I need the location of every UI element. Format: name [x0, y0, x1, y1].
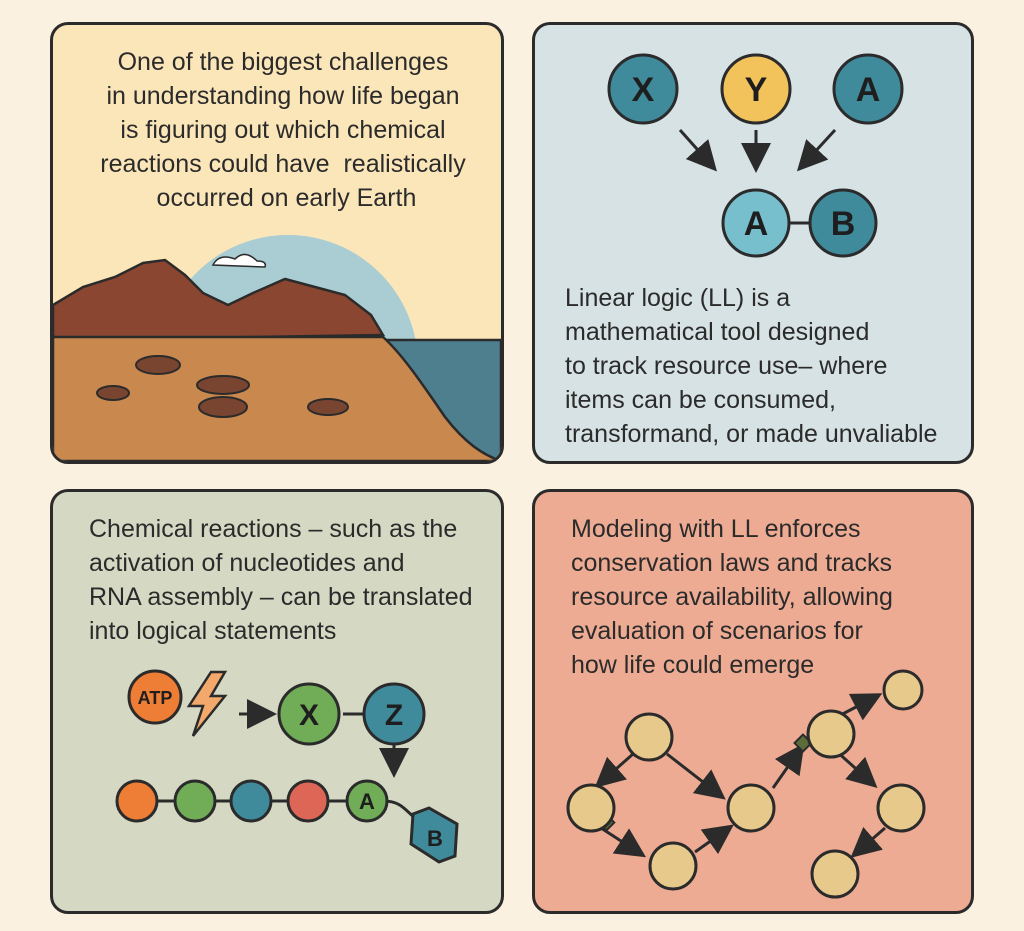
node-b-label: B [831, 205, 856, 243]
node-y-label: Y [745, 71, 768, 109]
node-x [607, 53, 679, 125]
node-y [720, 53, 792, 125]
node-a-top-label: A [856, 71, 881, 109]
panel-chemical-reactions: Chemical reactions – such as the activat… [50, 489, 504, 914]
node-a-top [832, 53, 904, 125]
edge-arrow [694, 824, 734, 855]
node-z-label: Z [385, 699, 403, 732]
mountain-range [53, 258, 386, 342]
chain-nucleotide-a [345, 779, 389, 823]
chain-nucleotide-orange [115, 779, 159, 823]
edge-arrow [594, 752, 634, 788]
rock [198, 396, 248, 418]
network-node [624, 712, 674, 762]
tag-b-shape [409, 806, 459, 864]
chemical-reactions-caption: Chemical reactions – such as the activat… [89, 515, 473, 645]
linear-logic-caption: Linear logic (LL) is a mathematical tool… [565, 284, 938, 448]
panel-linear-logic: X Y A A B Linear logic (LL) is a mathema… [532, 22, 974, 464]
scenario-network-diagram [566, 669, 926, 899]
network-node [566, 783, 616, 833]
panel-early-earth: One of the biggest challenges in underst… [50, 22, 504, 464]
early-earth-landscape-illustration [53, 235, 501, 461]
chain-nucleotide-red [286, 779, 330, 823]
network-node [810, 849, 860, 899]
node-b [808, 188, 878, 258]
linear-logic-reaction-graph: X Y A A B [607, 53, 904, 258]
lightning-bolt-icon [186, 670, 228, 737]
edge-arrow [600, 826, 647, 858]
modeling-caption: Modeling with LL enforces conservation l… [571, 515, 893, 679]
nucleotide-chain-diagram: ATP X Z A B [115, 669, 459, 864]
chain-nucleotide-teal [229, 779, 273, 823]
rock [307, 398, 349, 416]
network-node [726, 783, 776, 833]
edge-arrow [666, 752, 726, 800]
node-atp-label: ATP [138, 688, 173, 708]
panel-modeling: Modeling with LL enforces conservation l… [532, 489, 974, 914]
edge-arrow [850, 826, 886, 858]
node-x [277, 682, 341, 746]
arrow-a-to-a [796, 128, 837, 172]
arrow-x-to-a [678, 129, 717, 172]
tag-b-label: B [427, 826, 443, 851]
network-node [648, 841, 698, 891]
node-z [362, 682, 426, 746]
node-x-label: X [299, 699, 319, 732]
network-node [882, 669, 924, 711]
rock [135, 355, 181, 375]
chain-nucleotide-green [173, 779, 217, 823]
cloud-icon [211, 253, 267, 268]
early-earth-caption: One of the biggest challenges in underst… [100, 48, 466, 212]
rock [96, 385, 130, 401]
edge-arrow [771, 743, 805, 789]
node-a-label: A [359, 789, 375, 814]
network-node [806, 709, 856, 759]
node-a-bottom [721, 188, 791, 258]
node-x-label: X [632, 71, 655, 109]
rock [196, 375, 250, 395]
network-node [876, 783, 926, 833]
node-atp [127, 669, 183, 725]
node-a-bottom-label: A [744, 205, 769, 243]
